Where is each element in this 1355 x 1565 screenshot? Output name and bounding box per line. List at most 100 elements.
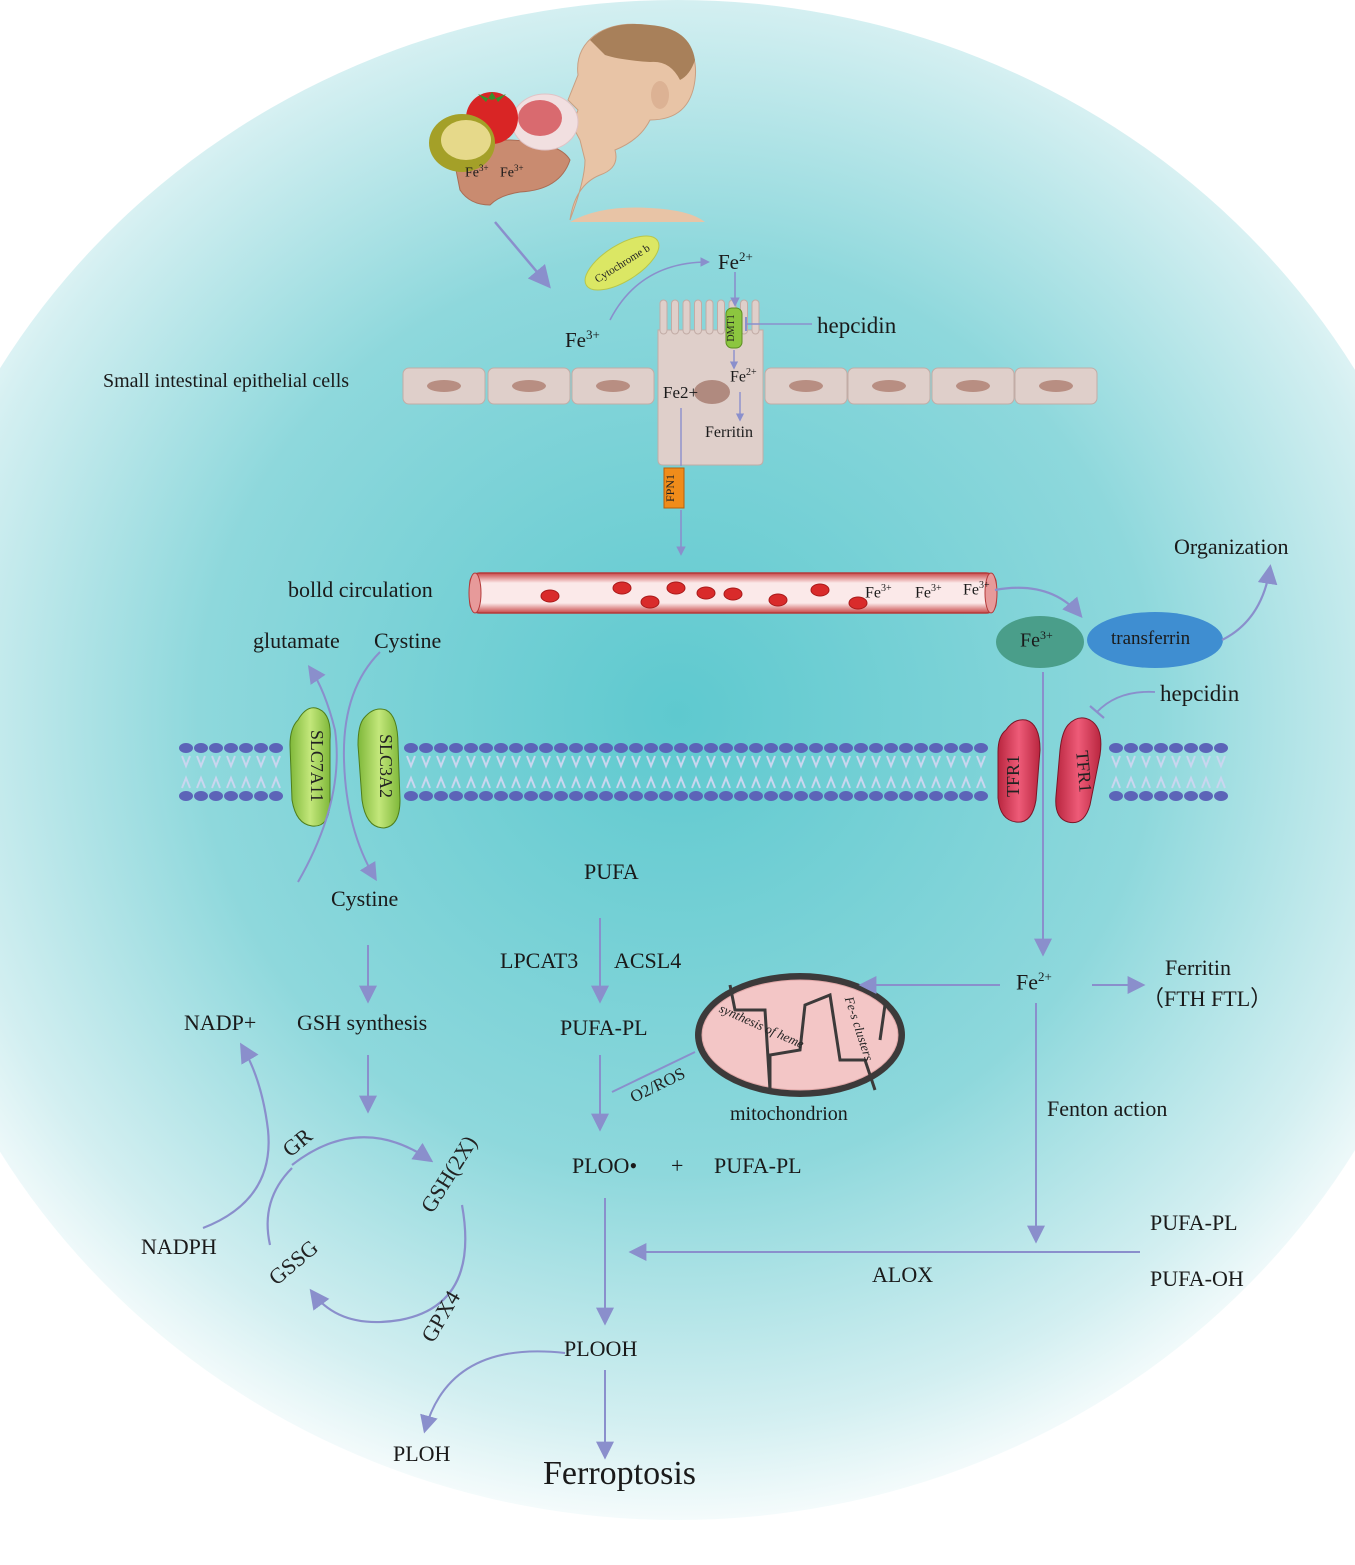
hepcidin-inhibits-tfr1 xyxy=(1096,690,1156,713)
lipid xyxy=(899,743,913,801)
fe2-cell-label-b: Fe2+ xyxy=(730,367,757,386)
blood-circulation-label: bolld circulation xyxy=(288,577,433,602)
fth-ftl-label: （FTH FTL） xyxy=(1142,986,1273,1011)
lipid xyxy=(269,743,283,801)
lipid xyxy=(434,743,448,801)
ferritin-cell-label: Ferritin xyxy=(705,424,753,441)
microvillus xyxy=(659,299,668,335)
slc3a2-transporter xyxy=(357,708,401,829)
mitochondrion-icon xyxy=(695,973,905,1097)
tfr1-left-label: TFR1 xyxy=(1003,755,1023,797)
pufa-label: PUFA xyxy=(584,859,639,884)
lipid xyxy=(749,743,763,801)
dmt1-transporter xyxy=(725,307,743,349)
acsl4-label: ACSL4 xyxy=(614,948,682,973)
nadph-label: NADPH xyxy=(141,1234,217,1259)
microvillus xyxy=(717,299,725,335)
tfr1-right-label: TFR1 xyxy=(1072,750,1096,794)
plooh-label: PLOOH xyxy=(564,1336,638,1361)
lipid xyxy=(704,743,718,801)
microvillus xyxy=(682,299,691,335)
epithelial-cell xyxy=(402,367,486,405)
microvillus xyxy=(705,299,714,335)
epithelial-cell xyxy=(764,367,848,405)
transferrin-label: transferrin xyxy=(1111,628,1191,649)
lipid xyxy=(179,743,193,801)
arrow-food-to-intestine xyxy=(494,221,551,289)
arrow-glutamate-out xyxy=(297,665,338,883)
inhibition-bar xyxy=(1089,705,1105,719)
lipid xyxy=(689,743,703,801)
lipid xyxy=(719,743,733,801)
meat-icon xyxy=(511,93,579,151)
pufa-pl-label-1: PUFA-PL xyxy=(560,1015,648,1040)
fenton-action-label: Fenton action xyxy=(1047,1096,1168,1121)
lipid xyxy=(959,743,973,801)
microvillus xyxy=(751,299,760,335)
lipid xyxy=(659,743,673,801)
fe3-blood-label-2: Fe3+ xyxy=(915,583,942,602)
cystine-top-label: Cystine xyxy=(374,628,442,653)
red-blood-cell-icon xyxy=(810,583,830,597)
pufa-oh-label: PUFA-OH xyxy=(1150,1266,1244,1291)
lipid xyxy=(224,743,238,801)
fe2-right-label: Fe2+ xyxy=(1016,969,1052,995)
slc7a11-label: SLC7A11 xyxy=(307,730,327,802)
gsh-synthesis-label: GSH synthesis xyxy=(297,1010,428,1035)
lipid xyxy=(1139,743,1153,801)
lipid xyxy=(644,743,658,801)
cell-membrane xyxy=(179,743,1228,801)
person-eating-icon xyxy=(567,23,705,222)
red-blood-cell-icon xyxy=(848,596,868,610)
lipid xyxy=(764,743,778,801)
arrow-cystine-in xyxy=(342,651,381,882)
red-blood-cell-icon xyxy=(540,589,560,603)
lipid xyxy=(839,743,853,801)
lipid xyxy=(824,743,838,801)
hepcidin-top-label: hepcidin xyxy=(817,313,897,338)
microvillus xyxy=(671,299,679,335)
slc3a2-label: SLC3A2 xyxy=(376,734,396,798)
lipid xyxy=(509,743,523,801)
red-blood-cell-icon xyxy=(640,595,660,609)
lpcat3-label: LPCAT3 xyxy=(500,948,579,973)
lipid xyxy=(239,743,253,801)
lipid xyxy=(599,743,613,801)
lipid xyxy=(449,743,463,801)
lipid xyxy=(404,743,418,801)
cystine-bottom-label: Cystine xyxy=(331,886,399,911)
lipid xyxy=(584,743,598,801)
red-blood-cell-icon xyxy=(723,587,743,601)
lipid xyxy=(974,743,988,801)
tfr1-receptor-left xyxy=(997,719,1041,823)
ploh-label: PLOH xyxy=(393,1441,451,1466)
lipid xyxy=(1124,743,1138,801)
epithelial-cell xyxy=(487,367,571,405)
epithelial-cell xyxy=(847,367,931,405)
ferritin-right-label: Ferritin xyxy=(1165,955,1231,980)
pufa-pl-label-3: PUFA-PL xyxy=(1150,1210,1238,1235)
fe3-food-label-b: Fe3+ xyxy=(500,163,524,181)
lipid xyxy=(914,743,928,801)
fe3-blood-label-3: Fe3+ xyxy=(963,580,990,599)
tfr1-receptor-right xyxy=(1055,717,1102,824)
blood-vessel xyxy=(468,572,998,614)
fe2-top-label: Fe2+ xyxy=(718,249,753,274)
fe3-transferrin-label: Fe3+ xyxy=(1020,628,1053,652)
cytochrome-b-icon xyxy=(584,235,660,291)
arrow-fe3-to-fe2 xyxy=(609,257,710,321)
epithelial-cell xyxy=(1014,367,1098,405)
lipid xyxy=(629,743,643,801)
lipid xyxy=(674,743,688,801)
lipid xyxy=(554,743,568,801)
arrow-transferrin-to-organization xyxy=(1221,564,1278,641)
arrow-gssg-to-gr xyxy=(266,1167,293,1246)
lipid xyxy=(1109,743,1123,801)
lipid xyxy=(944,743,958,801)
arrow-gsh-to-gssg xyxy=(309,1204,467,1324)
fe3-blood-label-1: Fe3+ xyxy=(865,583,892,602)
microvillus xyxy=(694,299,702,335)
arrow-gr-to-gsh xyxy=(291,1136,434,1166)
dmt1-label: DMT1 xyxy=(726,314,737,341)
